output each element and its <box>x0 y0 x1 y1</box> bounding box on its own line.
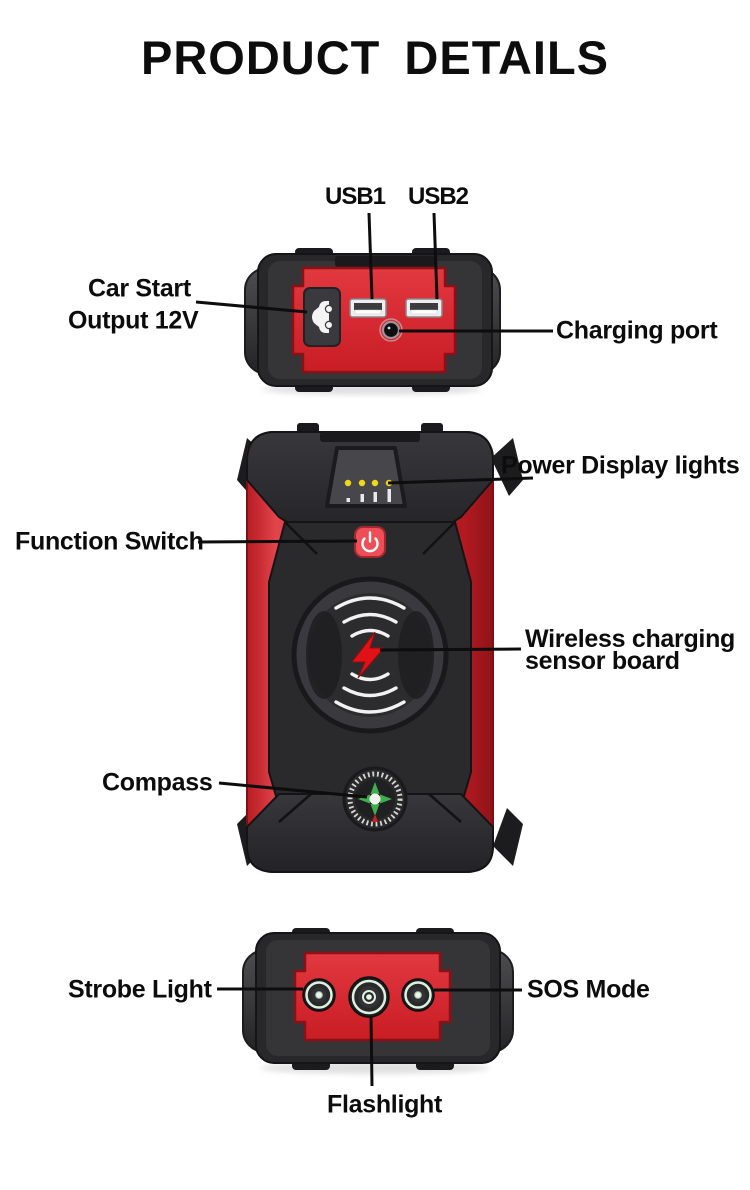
label-function-switch: Function Switch <box>15 527 204 556</box>
label-usb2: USB2 <box>407 183 469 210</box>
car-icon <box>312 301 334 333</box>
device-top-view <box>244 248 501 395</box>
label-car-start-line2: Output 12V <box>68 306 199 335</box>
usb-port-1 <box>349 298 387 318</box>
usb-port-2 <box>405 298 443 318</box>
wireless-waves-icon <box>334 596 406 714</box>
device-bottom-view <box>242 928 514 1074</box>
wireless-charging-pad <box>291 576 449 734</box>
label-flashlight: Flashlight <box>327 1090 443 1119</box>
label-wireless-line2: sensor board <box>525 647 680 675</box>
label-sos: SOS Mode <box>527 975 650 1004</box>
label-wireless-line1: Wireless charging <box>525 625 736 653</box>
power-icon <box>361 531 379 553</box>
label-strobe: Strobe Light <box>68 975 212 1004</box>
power-display-lights <box>325 446 407 508</box>
device-front-view <box>237 423 523 873</box>
label-car-start-line1: Car Start <box>88 274 191 303</box>
page-title: PRODUCT DETAILS <box>140 31 609 84</box>
sos-mode-led <box>401 978 435 1012</box>
lightning-icon <box>350 631 386 679</box>
label-charging-port: Charging port <box>556 316 718 345</box>
strobe-light-led <box>302 978 336 1012</box>
label-wireless: Wireless charging sensor board <box>525 625 736 675</box>
label-compass: Compass <box>102 768 213 797</box>
label-power-display: Power Display lights <box>501 451 740 480</box>
flashlight-led <box>348 976 390 1018</box>
label-usb1: USB1 <box>324 183 386 210</box>
charging-port <box>379 318 403 342</box>
compass-icon <box>342 766 408 832</box>
function-switch-button <box>354 526 386 558</box>
